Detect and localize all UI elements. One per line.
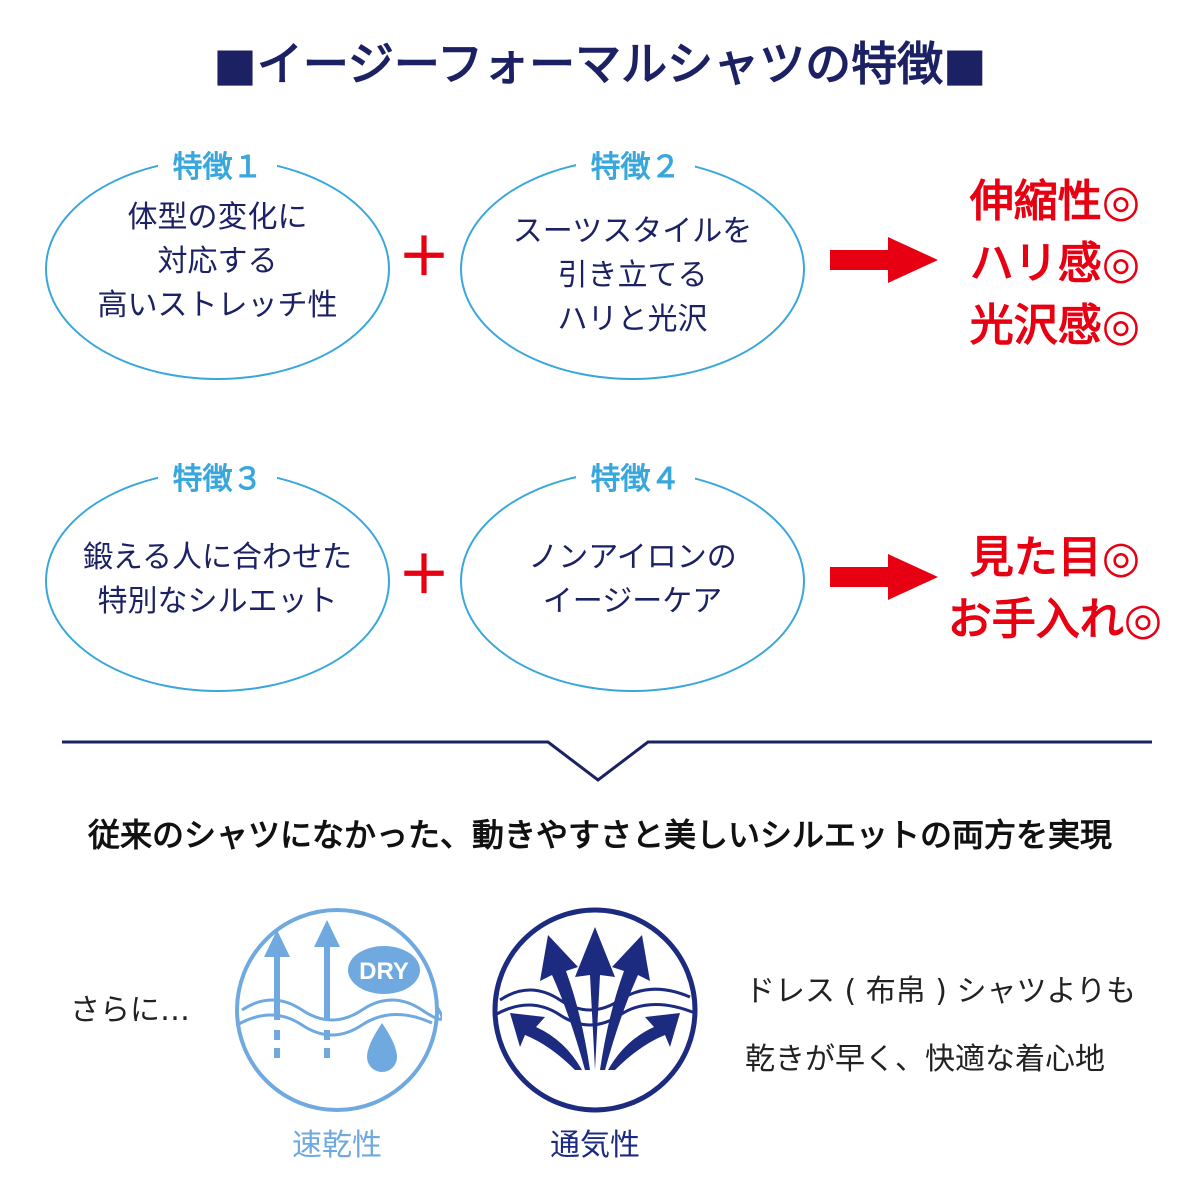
breathable-icon: [492, 907, 698, 1113]
feature-1-line: 体型の変化に: [127, 200, 308, 235]
feature-3-text: 鍛える人に合わせた 特別なシルエット: [45, 536, 390, 624]
description-line: 乾きが早く、快適な着心地: [745, 1042, 1105, 1077]
feature-1-text: 体型の変化に 対応する 高いストレッチ性: [45, 196, 390, 328]
description-line: ドレス ( 布帛 ) シャツよりも: [745, 974, 1136, 1009]
result-item: 光沢感◎: [969, 300, 1141, 351]
plus-sign: ＋: [398, 546, 451, 606]
feature-2-line: 引き立てる: [557, 258, 708, 293]
feature-1-line: 高いストレッチ性: [97, 288, 338, 323]
divider-chevron: [62, 740, 1152, 782]
feature-2-line: ハリと光沢: [557, 302, 708, 337]
result-item: お手入れ◎: [947, 594, 1163, 645]
feature-1-label: 特徴１: [158, 142, 277, 186]
feature-2-line: スーツスタイルを: [512, 214, 753, 249]
result-list: 伸縮性◎ ハリ感◎ 光沢感◎: [945, 171, 1165, 357]
feature-2-label: 特徴２: [576, 142, 695, 186]
plus-sign: ＋: [398, 228, 451, 288]
feature-1-line: 対応する: [157, 244, 278, 279]
extra-description: ドレス ( 布帛 ) シャツよりも 乾きが早く、快適な着心地: [745, 958, 1165, 1094]
result-item: 見た目◎: [969, 532, 1141, 583]
result-item: 伸縮性◎: [969, 176, 1141, 227]
feature-4-line: ノンアイロンの: [528, 540, 737, 575]
page-title: ■イージーフォーマルシャツの特徴■: [213, 37, 987, 91]
summary-text: 従来のシャツになかった、動きやすさと美しいシルエットの両方を実現: [87, 816, 1112, 854]
feature-4-line: イージーケア: [542, 584, 723, 619]
right-arrow-icon: [830, 237, 938, 283]
feature-4-label: 特徴４: [576, 454, 695, 498]
quick-dry-icon: DRY: [235, 908, 442, 1112]
extra-intro: さらに…: [70, 993, 190, 1028]
feature-3-label: 特徴３: [158, 454, 277, 498]
dry-badge: DRY: [359, 958, 409, 985]
breathable-label: 通気性: [550, 1128, 640, 1163]
feature-3-line: 鍛える人に合わせた: [82, 540, 353, 575]
quick-dry-label: 速乾性: [292, 1128, 382, 1163]
result-list: 見た目◎ お手入れ◎: [935, 527, 1175, 651]
feature-2-text: スーツスタイルを 引き立てる ハリと光沢: [460, 210, 805, 342]
right-arrow-icon: [830, 554, 938, 600]
feature-4-text: ノンアイロンの イージーケア: [460, 536, 805, 624]
result-item: ハリ感◎: [969, 238, 1141, 289]
feature-3-line: 特別なシルエット: [97, 584, 338, 619]
